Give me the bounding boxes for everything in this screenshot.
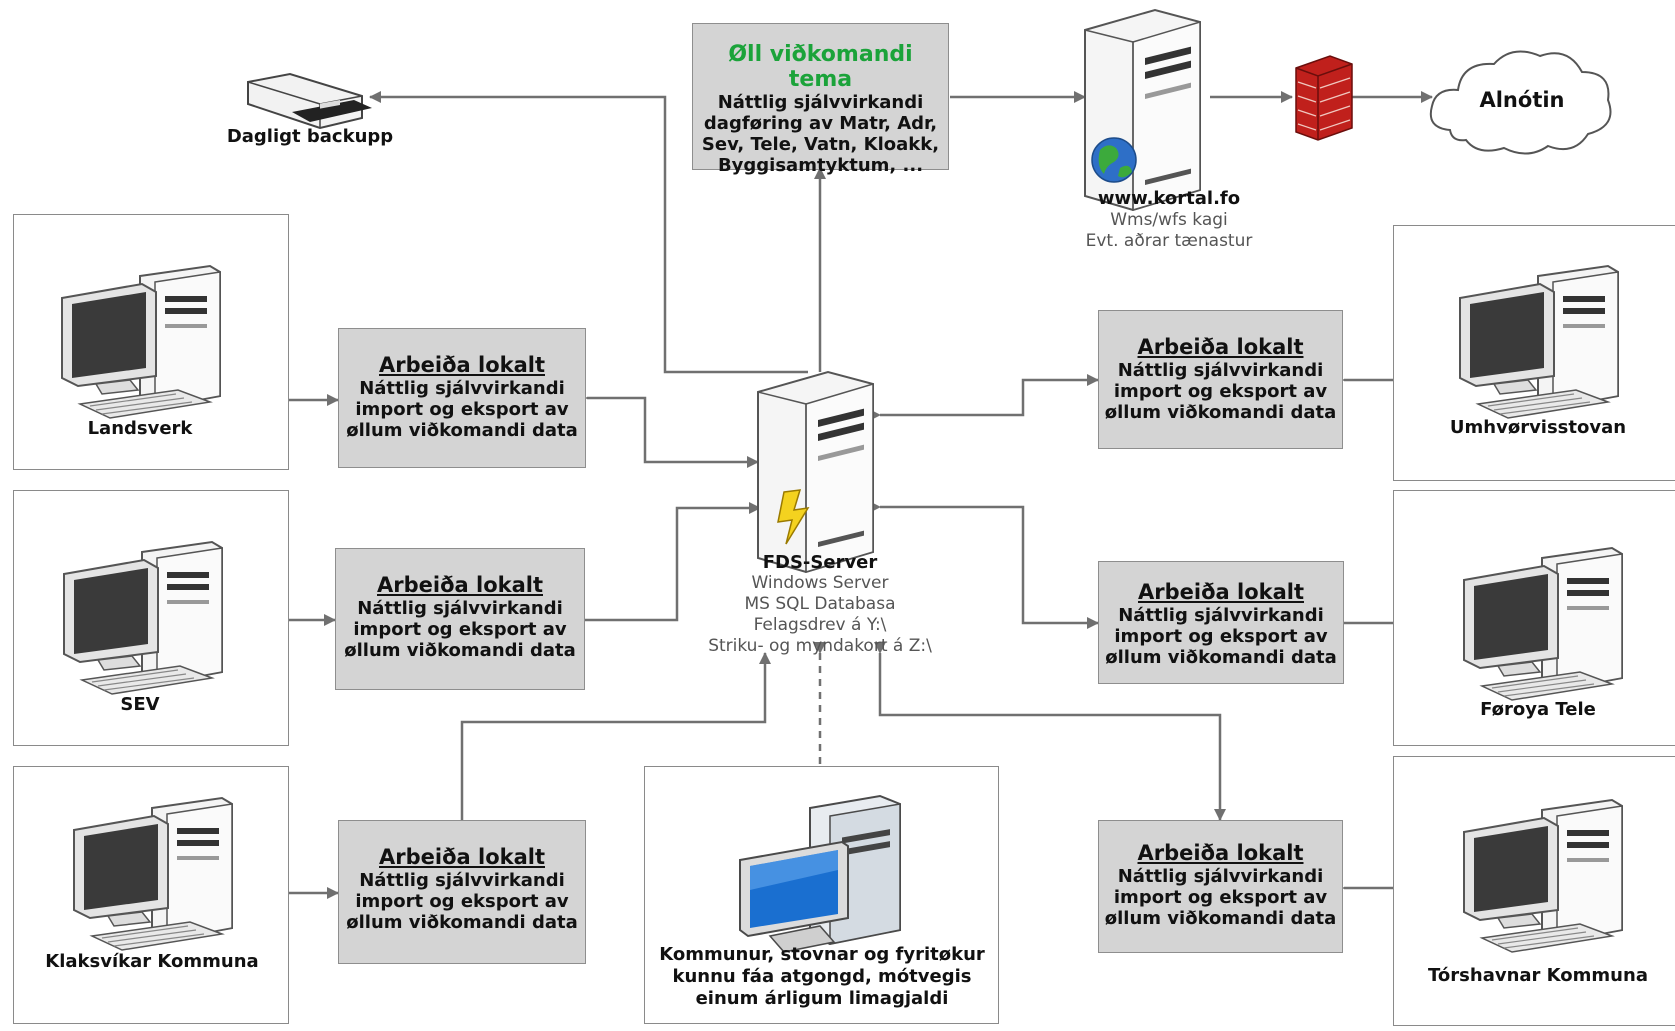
topbox-line: Náttlig sjálvvirkandi xyxy=(717,92,924,113)
work-box-line: import og eksport av xyxy=(353,619,567,640)
work-box-sev: Arbeiða lokalt Náttlig sjálvvirkandi imp… xyxy=(335,548,585,690)
client-label-landsverk: Landsverk xyxy=(87,418,193,439)
work-box-title: Arbeiða lokalt xyxy=(1137,841,1304,865)
client-frame-klaksvik xyxy=(13,766,289,1024)
work-box-klaksvik: Arbeiða lokalt Náttlig sjálvvirkandi imp… xyxy=(338,820,586,964)
fds-server-detail: Striku- og myndakort á Z:\ xyxy=(708,636,932,656)
connector-fds-to-backup xyxy=(369,91,808,374)
work-box-line: Náttlig sjálvvirkandi xyxy=(1118,605,1324,626)
client-label-umhvorvis: Umhvørvisstovan xyxy=(1449,417,1627,438)
connector-umhvorvis-fds xyxy=(869,374,1099,421)
fds-server-detail: Felagsdrev á Y:\ xyxy=(753,615,887,635)
cloud-label: Alnótin xyxy=(1479,88,1565,112)
connector-sev-fds xyxy=(574,502,761,626)
connector-klaksvik-fds xyxy=(456,652,771,831)
connector-landsverk-fds xyxy=(576,392,759,468)
work-box-line: Náttlig sjálvvirkandi xyxy=(359,870,565,891)
work-box-title: Arbeiða lokalt xyxy=(379,845,545,869)
public-access-line: kunnu fáa atgongd, mótvegis xyxy=(672,966,972,987)
connector-tele-fds xyxy=(869,501,1099,629)
work-box-line: øllum viðkomandi data xyxy=(346,420,578,441)
fds-server-detail: Windows Server xyxy=(751,573,889,593)
work-box-line: import og eksport av xyxy=(355,399,569,420)
work-box-line: import og eksport av xyxy=(1113,887,1328,908)
fds-server-label: FDS-Server Windows Server MS SQL Databas… xyxy=(680,552,960,657)
work-box-landsverk: Arbeiða lokalt Náttlig sjálvvirkandi imp… xyxy=(338,328,586,468)
backup-label: Dagligt backupp xyxy=(226,126,394,147)
topbox-title: Øll viðkomandi tema xyxy=(728,42,913,92)
work-box-umhvorvis: Arbeiða lokalt Náttlig sjálvvirkandi imp… xyxy=(1098,310,1343,449)
work-box-tele: Arbeiða lokalt Náttlig sjálvvirkandi imp… xyxy=(1098,561,1344,684)
fds-server-detail: MS SQL Databasa xyxy=(744,594,896,614)
web-server-name: www.kortal.fo xyxy=(1097,188,1241,209)
fds-server-name: FDS-Server xyxy=(762,552,878,573)
topbox-line: Sev, Tele, Vatn, Kloakk, xyxy=(701,134,940,155)
work-box-title: Arbeiða lokalt xyxy=(377,573,543,597)
web-server-detail: Evt. aðrar tænastur xyxy=(1085,231,1253,251)
work-box-title: Arbeiða lokalt xyxy=(1138,580,1304,604)
topbox-line: Byggisamtyktum, ... xyxy=(717,155,924,176)
web-server-label: www.kortal.fo Wms/wfs kagi Evt. aðrar tæ… xyxy=(1044,188,1294,252)
work-box-title: Arbeiða lokalt xyxy=(379,353,545,377)
work-box-line: øllum viðkomandi data xyxy=(1104,908,1337,929)
work-box-line: import og eksport av xyxy=(1114,626,1328,647)
work-box-torshavn: Arbeiða lokalt Náttlig sjálvvirkandi imp… xyxy=(1098,820,1343,953)
work-box-line: Náttlig sjálvvirkandi xyxy=(1117,866,1324,887)
client-label-tele: Føroya Tele xyxy=(1480,699,1596,720)
work-box-line: øllum viðkomandi data xyxy=(1104,402,1337,423)
work-box-line: import og eksport av xyxy=(355,891,569,912)
work-box-line: øllum viðkomandi data xyxy=(1105,647,1337,668)
topbox-update: Øll viðkomandi tema Náttlig sjálvvirkand… xyxy=(692,23,949,176)
work-box-line: øllum viðkomandi data xyxy=(346,912,578,933)
web-server-detail: Wms/wfs kagi xyxy=(1110,210,1228,230)
topbox-line: dagføring av Matr, Adr, xyxy=(703,113,938,134)
work-box-title: Arbeiða lokalt xyxy=(1137,335,1304,359)
client-frame-umhvorvis xyxy=(1393,225,1675,481)
work-box-line: Náttlig sjálvvirkandi xyxy=(1117,360,1324,381)
work-box-line: Náttlig sjálvvirkandi xyxy=(357,598,563,619)
public-access-line: einum árligum limagjaldi xyxy=(695,988,949,1009)
client-label-torshavn: Tórshavnar Kommuna xyxy=(1428,965,1648,986)
client-label-klaksvik: Klaksvíkar Kommuna xyxy=(45,951,259,972)
client-label-sev: SEV xyxy=(120,694,160,715)
public-access-line: Kommunur, stovnar og fyritøkur xyxy=(659,944,985,965)
work-box-line: øllum viðkomandi data xyxy=(344,640,576,661)
work-box-line: import og eksport av xyxy=(1113,381,1328,402)
work-box-line: Náttlig sjálvvirkandi xyxy=(359,378,565,399)
connector-torshavn-fds xyxy=(874,642,1226,821)
public-access-label: Kommunur, stovnar og fyritøkur kunnu fáa… xyxy=(650,944,994,1010)
